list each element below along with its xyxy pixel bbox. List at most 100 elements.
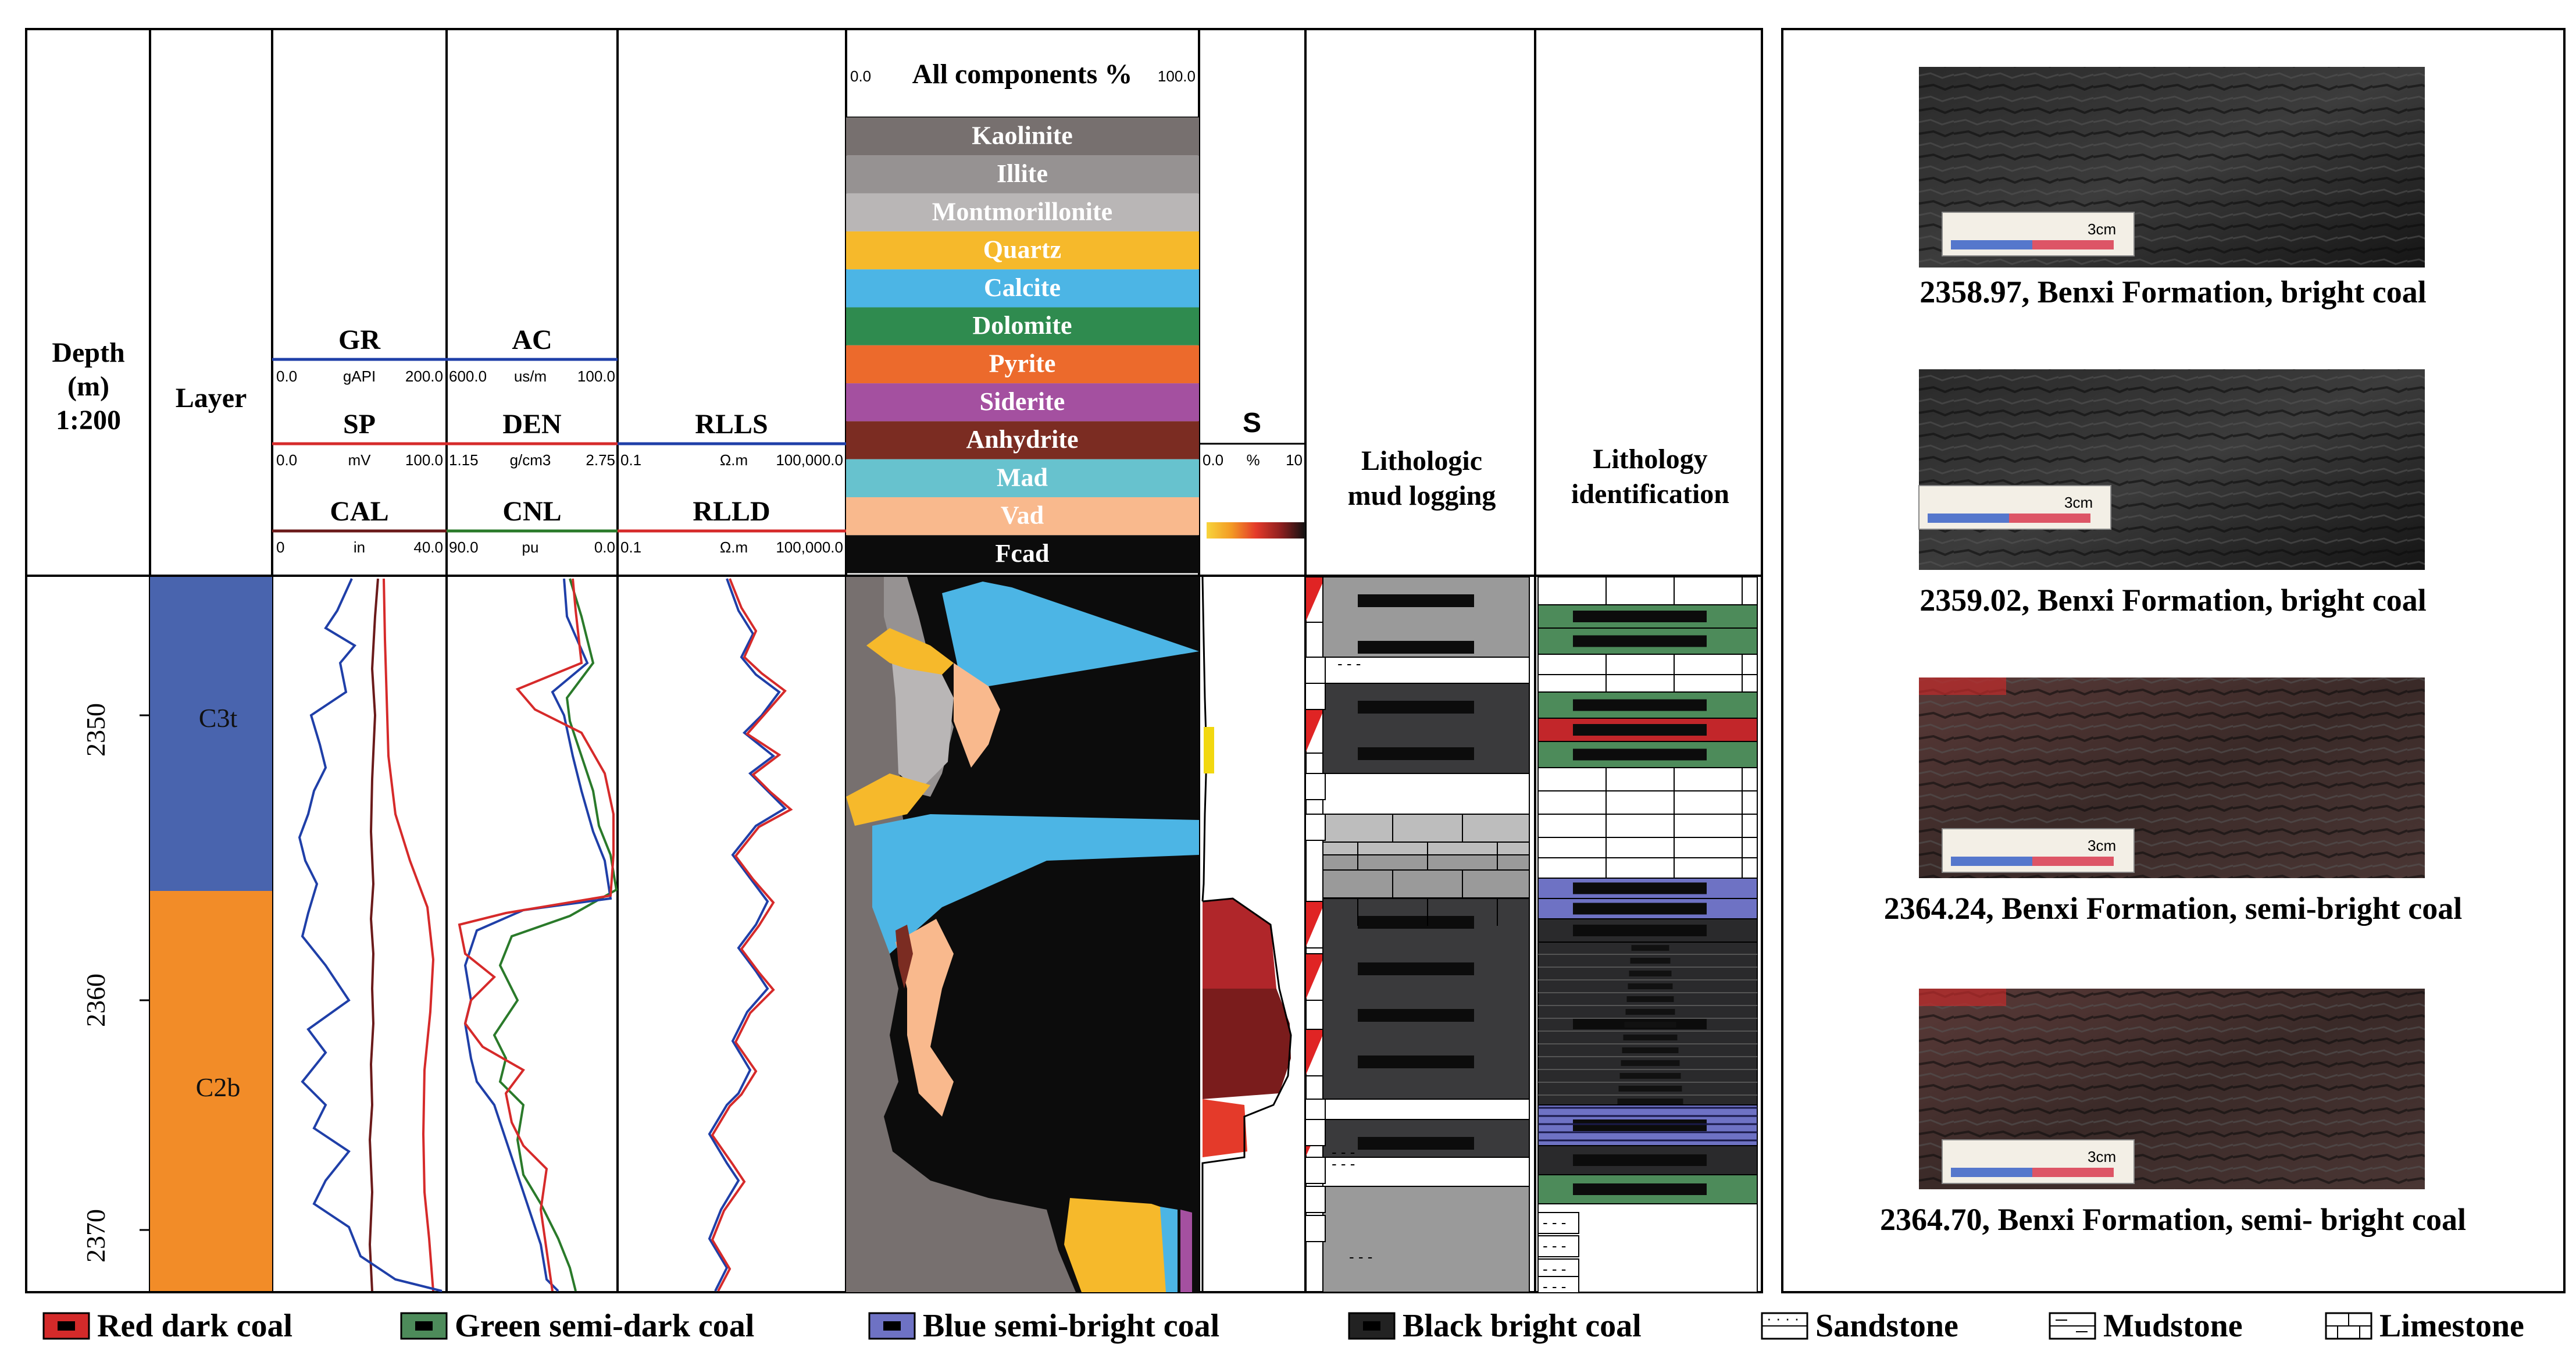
s-min: 0.0 — [1203, 451, 1223, 469]
cnl-max: 0.0 — [594, 539, 615, 556]
sp-curve — [383, 578, 435, 1292]
cal-max: 40.0 — [413, 539, 443, 556]
coal-bar — [1573, 748, 1707, 761]
coal-bar — [1358, 1009, 1474, 1022]
gr-label: GR — [338, 325, 381, 355]
s-anomaly-peak — [1203, 989, 1291, 1099]
gr-sp-cal-track — [298, 578, 443, 1292]
resistivity-header: RLLS 0.1 Ω.m 100,000.0 RLLD 0.1 Ω.m 100,… — [618, 409, 846, 556]
lithology-interval — [1537, 654, 1758, 675]
photo-scale-label: 3cm — [2088, 837, 2116, 854]
depth-title-line3: 1:200 — [56, 405, 121, 436]
red-marker — [1305, 901, 1325, 948]
quartz-fill-bottom — [1064, 1198, 1169, 1292]
photo-scale-label: 3cm — [2088, 220, 2116, 238]
photo-caption-3: 2364.24, Benxi Formation, semi-bright co… — [1884, 891, 2462, 926]
depth-track — [140, 714, 150, 1231]
red-marker — [1305, 577, 1325, 622]
coal-bar — [1573, 1119, 1707, 1131]
coal-bar — [1573, 1154, 1707, 1166]
red-marker — [1305, 954, 1325, 1000]
component-band-anhydrite — [846, 421, 1199, 459]
coal-bar — [1358, 641, 1474, 654]
svg-text:- - -: - - - — [1543, 1260, 1566, 1278]
lithology-interval — [1537, 767, 1758, 791]
vad-fill-lower — [895, 919, 954, 1117]
rlls-unit: Ω.m — [720, 451, 748, 469]
coal-bar — [1573, 699, 1707, 711]
coal-bar — [1358, 1056, 1474, 1068]
photo-caption-2: 2359.02, Benxi Formation, bright coal — [1919, 583, 2426, 618]
mud-logging-title-line1: Lithologic — [1361, 445, 1482, 476]
s-anomaly-high — [1203, 898, 1276, 989]
coal-bar — [1358, 916, 1474, 929]
lithology-interval — [1537, 837, 1758, 858]
cnl-curve — [493, 578, 618, 1292]
component-band-fcad — [846, 535, 1199, 573]
rlld-min: 0.1 — [620, 539, 641, 556]
cal-label: CAL — [330, 496, 388, 527]
gr-curve — [298, 578, 443, 1292]
legend-label-2: Green semi-dark coal — [455, 1308, 754, 1344]
coal-bar — [1358, 594, 1474, 607]
quartz-fill-upper — [866, 628, 954, 675]
legend-label-6: Mudstone — [2103, 1308, 2243, 1344]
components-title: All components % — [912, 59, 1133, 90]
s-color-scale — [1207, 522, 1305, 539]
mud-log-interval — [1322, 1099, 1530, 1120]
component-band-label: Fcad — [996, 539, 1050, 568]
s-anomaly-lower — [1203, 1099, 1247, 1157]
mudstone-dash: - - - — [1337, 655, 1361, 672]
component-band-pyrite — [846, 345, 1199, 384]
component-band-siderite — [846, 383, 1199, 422]
lithology-interval — [1537, 790, 1758, 815]
ac-den-cnl-track — [458, 578, 618, 1292]
cal-min: 0 — [276, 539, 284, 556]
calcite-fill-upper — [942, 582, 1199, 686]
ac-max: 100.0 — [577, 368, 615, 385]
legend-label-3: Blue semi-bright coal — [923, 1308, 1219, 1344]
siderite-fill-bottom — [1180, 1210, 1192, 1292]
red-marker — [1305, 1029, 1325, 1076]
coal-bar — [1573, 611, 1707, 622]
coal-bar — [1358, 1137, 1474, 1150]
gr-max: 200.0 — [405, 368, 443, 385]
ac-min: 600.0 — [449, 368, 487, 385]
montmorillonite-fill — [890, 640, 954, 791]
anhydrite-fill — [895, 925, 913, 989]
layer-c2b-block — [150, 891, 272, 1291]
depth-title-line2: (m) — [67, 371, 109, 402]
s-track — [1201, 576, 1292, 1291]
cnl-min: 90.0 — [449, 539, 479, 556]
coal-bar — [1573, 925, 1707, 936]
red-marker — [1305, 707, 1325, 753]
component-band-label: Montmorillonite — [932, 197, 1112, 226]
component-band-illite — [846, 155, 1199, 194]
ac-label: AC — [512, 325, 552, 355]
coal-bar — [1573, 635, 1707, 647]
coal-bar — [1573, 1183, 1707, 1195]
rlls-label: RLLS — [695, 409, 768, 440]
s-title: S — [1243, 408, 1261, 438]
component-band-label: Quartz — [983, 236, 1061, 264]
sp-unit: mV — [348, 451, 372, 469]
mudstone-dash: - - - — [1332, 1143, 1355, 1161]
lithology-interval — [1537, 814, 1758, 838]
component-band-quartz — [846, 231, 1199, 270]
rlls-min: 0.1 — [620, 451, 641, 469]
rlls-curve — [708, 578, 787, 1292]
s-anomaly-upper — [1204, 727, 1214, 773]
coal-bar — [1358, 747, 1474, 760]
component-band-label: Dolomite — [972, 311, 1072, 340]
layer-c3t-block — [150, 577, 272, 891]
den-min: 1.15 — [449, 451, 479, 469]
gr-min: 0.0 — [276, 368, 297, 385]
photo-scale-label: 3cm — [2064, 494, 2093, 511]
layer-c2b-label: C2b — [196, 1072, 241, 1102]
component-band-kaolinite — [846, 117, 1199, 156]
legend-label-4: Black bright coal — [1403, 1308, 1642, 1344]
cal-curve — [368, 578, 379, 1292]
components-min: 0.0 — [850, 67, 871, 85]
component-band-mad — [846, 459, 1199, 497]
